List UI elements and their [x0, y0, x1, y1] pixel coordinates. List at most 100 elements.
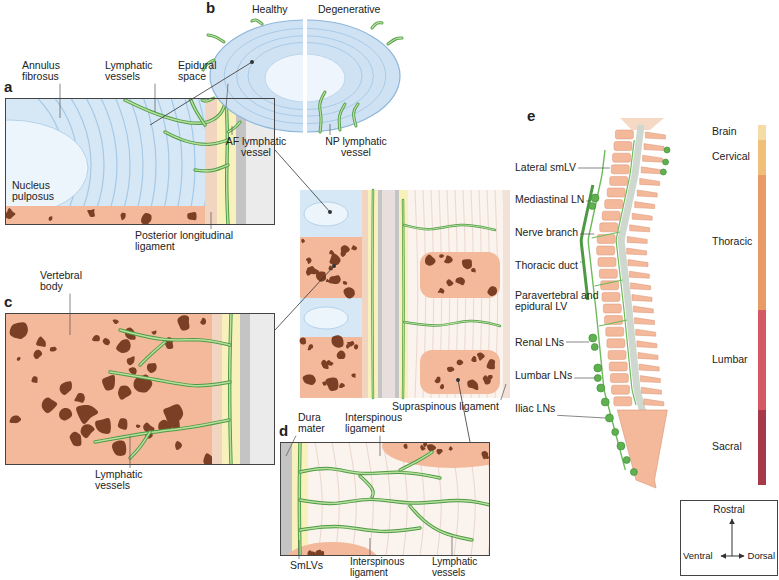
- leader-line: [211, 212, 212, 229]
- dura-mater: [395, 190, 399, 398]
- lymphatic-vessel-outline: [120, 330, 230, 345]
- vertebral-body: [612, 385, 630, 394]
- region-bar: [758, 125, 766, 140]
- trabecular-bone: [5, 208, 15, 219]
- spinous-process: [638, 352, 658, 359]
- trabecular-bone: [457, 360, 464, 366]
- lymphatic-vessel-outline: [195, 165, 228, 171]
- lymphatic-vessel-outline: [339, 104, 345, 130]
- vertebral-body: [613, 153, 631, 162]
- spinous-process: [382, 442, 490, 468]
- lymphatic-vessel: [300, 469, 440, 478]
- panel-letter: c: [4, 294, 12, 310]
- lymphatic-vessel: [402, 200, 404, 398]
- spinous-process: [641, 167, 661, 174]
- lymphatic-vessel-outline: [165, 132, 228, 144]
- trabecular-bone: [329, 250, 334, 255]
- nucleus-pulposus: [265, 54, 303, 102]
- part-label: Lumbar LNs: [515, 370, 572, 381]
- trabecular-bone: [31, 376, 37, 383]
- inset-panel: c: [5, 313, 275, 465]
- part-label: Posterior longitudinal ligament: [135, 230, 247, 253]
- trabecular-bone: [343, 287, 354, 298]
- zoom-lines: [150, 60, 470, 442]
- lymphatic-vessel-outline: [190, 98, 205, 125]
- vertebral-body: [615, 130, 633, 139]
- panel-d-art: [280, 442, 490, 556]
- part-label: Interspinous ligament: [345, 412, 425, 435]
- trabecular-bone: [34, 350, 43, 359]
- lymphatic-vessel-outline: [228, 122, 240, 132]
- lymphatic-vessel-outline: [320, 92, 325, 132]
- lymphatic-vessel-outline: [360, 476, 373, 497]
- part-label: Dura mater: [298, 412, 338, 435]
- spinous-process: [632, 294, 652, 301]
- lymphatic-vessel-outline: [400, 452, 432, 470]
- leader-line: [557, 415, 605, 418]
- leader-line: [501, 384, 506, 400]
- leader-line: [580, 234, 594, 235]
- trabecular-bone: [17, 357, 21, 361]
- lymphatic-vessel: [230, 313, 231, 465]
- trabecular-bone: [347, 341, 354, 347]
- leader-line: [226, 84, 228, 108]
- spinous-process: [630, 225, 650, 232]
- part-label: Vertebral body: [40, 270, 100, 293]
- trabecular-bone: [438, 288, 445, 294]
- lamella: [5, 98, 156, 208]
- trabecular-bone: [10, 415, 22, 423]
- lymph-node: [605, 414, 613, 422]
- lymphatic-vessel-outline: [300, 527, 420, 532]
- spinous-process: [639, 364, 659, 371]
- trabecular-bone: [147, 363, 157, 373]
- trabecular-bone: [329, 275, 341, 284]
- trabecular-bone: [306, 258, 312, 264]
- part-label: AF lymphatic vessel: [218, 136, 294, 159]
- vertebral-body: [602, 211, 620, 220]
- zoom-dot: [456, 378, 460, 382]
- zoom-dot: [328, 210, 332, 214]
- disc: [300, 298, 362, 337]
- vertebral-bone: [5, 206, 205, 225]
- lymphatic-vessel: [400, 452, 432, 470]
- vertebral-body: [599, 269, 617, 278]
- trabecular-bone: [446, 279, 453, 286]
- vertebral-bone: [5, 313, 212, 465]
- lymphatic-vessel-outline: [252, 20, 262, 24]
- lymphatic-vessel-outline: [354, 104, 358, 126]
- trabecular-bone: [487, 286, 497, 296]
- vertebral-body: [597, 246, 615, 255]
- direction-label: Rostral: [681, 505, 777, 516]
- lamella: [5, 98, 205, 208]
- leader-line: [370, 538, 371, 556]
- part-label: Epidural space: [178, 60, 226, 83]
- nucleus-pulposus: [5, 120, 88, 216]
- vertebral-body: [614, 142, 632, 151]
- interspinous-ligament: [408, 190, 510, 398]
- lymphatic-vessel-outline: [125, 100, 226, 123]
- part-label: Nucleus pulposus: [12, 180, 68, 203]
- trabecular-bone: [175, 441, 182, 450]
- trabecular-bone: [81, 424, 95, 438]
- lamella: [5, 98, 143, 208]
- posterior-longitudinal-ligament: [362, 190, 368, 398]
- trabecular-bone: [354, 344, 358, 349]
- nerve-branch: [592, 232, 620, 238]
- vertebral-body: [605, 200, 623, 209]
- trabecular-bone: [308, 347, 311, 350]
- lymphatic-vessel: [410, 506, 472, 540]
- nucleus-pulposus: [307, 54, 345, 102]
- spinous-process: [644, 144, 664, 151]
- lymphatic-vessel: [372, 23, 382, 28]
- part-label: Paravertebral and epidural LV: [515, 290, 607, 313]
- lymphatic-vessel: [130, 432, 150, 458]
- lymphatic-vessel-outline: [300, 499, 490, 505]
- ligament-fiber: [349, 442, 356, 556]
- trabecular-bone: [444, 255, 453, 263]
- state-label: Healthy: [252, 4, 288, 15]
- trabecular-bone: [343, 281, 347, 285]
- trabecular-bone: [95, 418, 111, 434]
- lymphatic-vessel: [165, 132, 228, 144]
- vertebral-body: [609, 362, 627, 371]
- lymphatic-vessel-outline: [410, 506, 472, 540]
